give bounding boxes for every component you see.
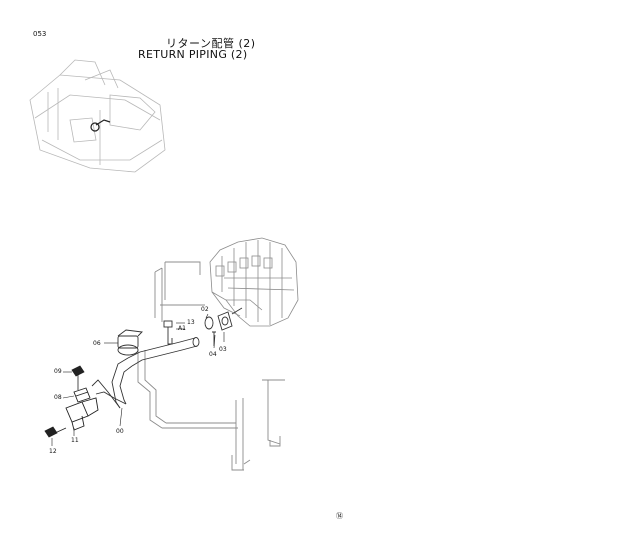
title-japanese: リターン配管 (2) [166,37,256,50]
callout-03: 03 [219,346,227,353]
callout-02: 02 [201,306,209,313]
overview-highlight-marker [90,119,111,132]
callout-13: 13 [187,319,195,326]
leader-lines [51,313,225,446]
page-number: 053 [33,30,47,38]
callout-11: 11 [71,437,79,444]
support-bracket [65,397,99,431]
return-pipe [91,337,200,409]
callout-06: 06 [93,340,101,347]
bolt-12 [44,426,67,438]
callout-00: 00 [116,428,124,435]
callout-08: 08 [54,394,62,401]
control-valve [209,237,299,327]
hose-clamp [117,329,143,356]
title-english: RETURN PIPING (2) [138,48,248,61]
frame-outline [137,261,285,471]
flange-oring [204,307,243,346]
callout-a1: A1 [178,325,186,332]
callout-04: 04 [209,351,217,358]
callout-12: 12 [49,448,57,455]
clip-bracket [73,387,91,403]
bolt-09 [71,365,85,390]
footer-mark: ⑭ [336,512,343,520]
machine-overview-sketch [29,59,166,173]
callout-09: 09 [54,368,62,375]
elbow-connector [163,320,173,345]
